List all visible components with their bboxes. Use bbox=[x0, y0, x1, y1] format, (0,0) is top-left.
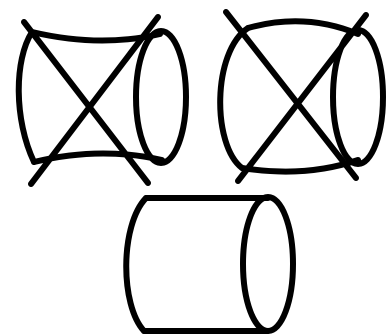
concave-cylinder-left-end bbox=[19, 32, 34, 162]
concave-cylinder-figure bbox=[19, 17, 186, 184]
convex-cylinder-top-edge bbox=[248, 21, 358, 34]
convex-cylinder-figure bbox=[220, 12, 383, 181]
convex-cylinder-left-end bbox=[220, 28, 248, 168]
straight-cylinder-figure bbox=[126, 197, 293, 331]
convex-cylinder-cross-stroke-a bbox=[226, 12, 356, 178]
straight-cylinder-right-end bbox=[243, 197, 293, 331]
concave-cylinder-right-end bbox=[136, 31, 186, 163]
straight-cylinder-left-end bbox=[126, 198, 146, 331]
